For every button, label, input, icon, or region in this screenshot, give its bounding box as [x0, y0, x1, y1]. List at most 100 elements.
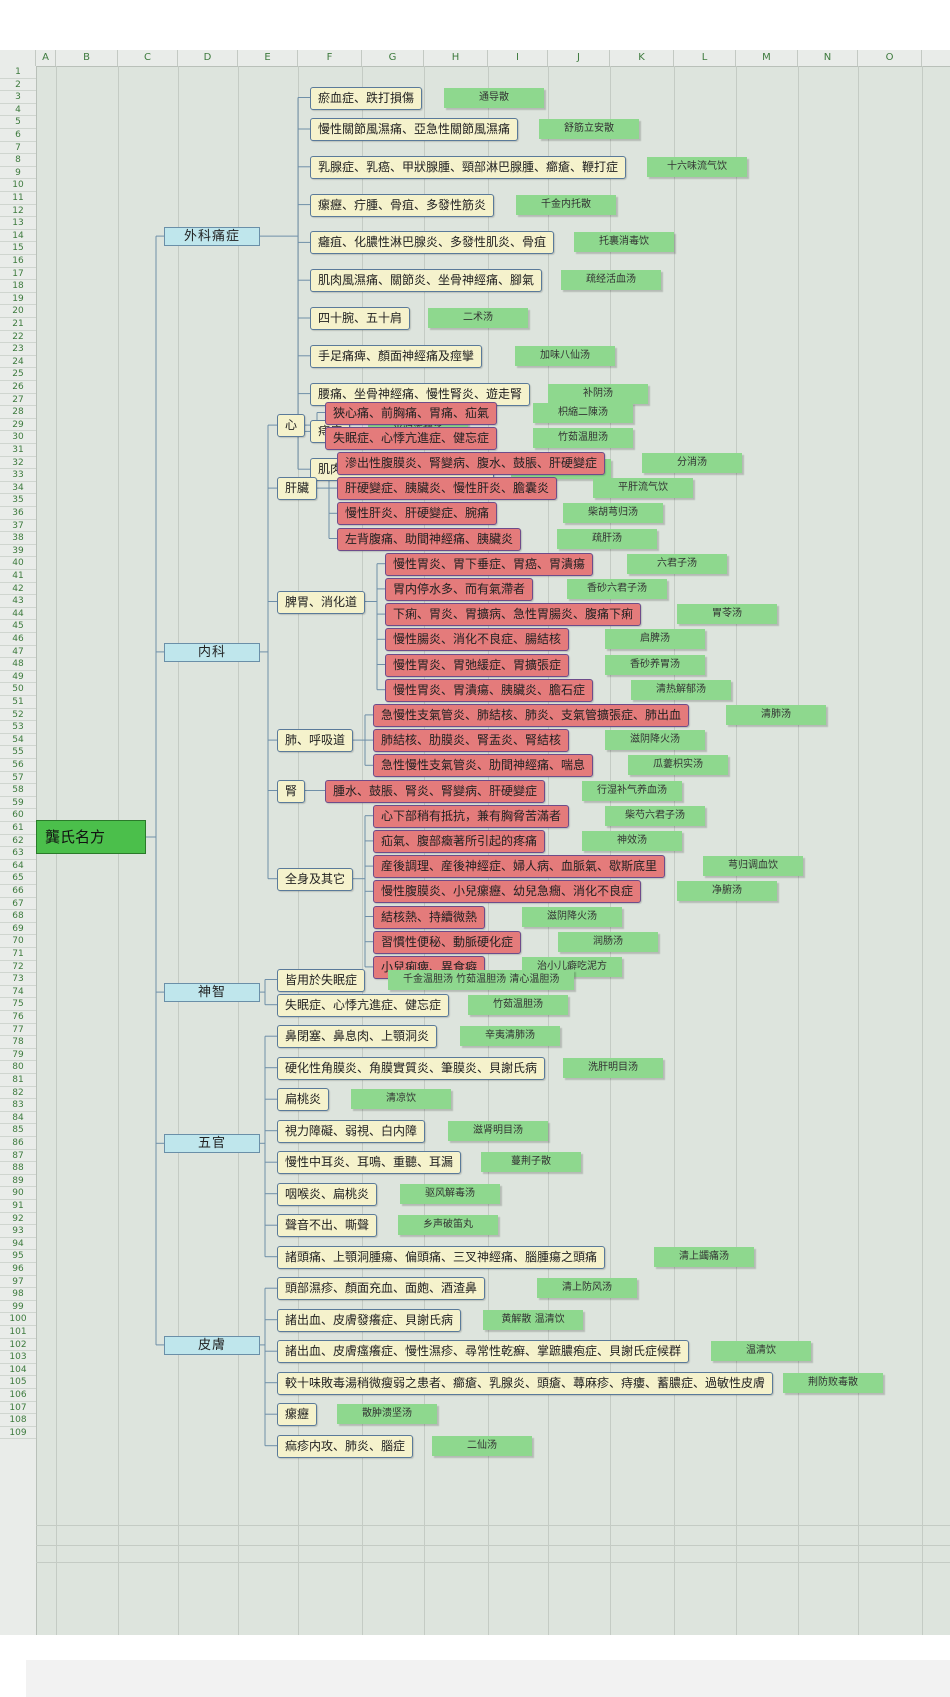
row-header[interactable]: 92 [0, 1213, 36, 1226]
row-header[interactable]: 55 [0, 746, 36, 759]
row-header[interactable]: 60 [0, 809, 36, 822]
row-header[interactable]: 99 [0, 1301, 36, 1314]
row-header[interactable]: 1 [0, 66, 36, 79]
row-header[interactable]: 78 [0, 1036, 36, 1049]
row-header[interactable]: 20 [0, 305, 36, 318]
column-header-K[interactable]: K [610, 50, 674, 66]
row-header[interactable]: 40 [0, 557, 36, 570]
row-header[interactable]: 80 [0, 1061, 36, 1074]
row-header[interactable]: 91 [0, 1200, 36, 1213]
row-header[interactable]: 65 [0, 872, 36, 885]
row-header[interactable]: 2 [0, 79, 36, 92]
row-header[interactable]: 64 [0, 860, 36, 873]
row-header[interactable]: 61 [0, 822, 36, 835]
column-header-N[interactable]: N [798, 50, 858, 66]
row-header[interactable]: 89 [0, 1175, 36, 1188]
row-header[interactable]: 9 [0, 167, 36, 180]
row-header[interactable]: 36 [0, 507, 36, 520]
row-header[interactable]: 100 [0, 1313, 36, 1326]
row-header[interactable]: 84 [0, 1112, 36, 1125]
row-header[interactable]: 10 [0, 179, 36, 192]
row-header[interactable]: 53 [0, 721, 36, 734]
row-header[interactable]: 107 [0, 1402, 36, 1415]
row-header[interactable]: 96 [0, 1263, 36, 1276]
row-header[interactable]: 27 [0, 394, 36, 407]
row-header[interactable]: 102 [0, 1339, 36, 1352]
row-header[interactable]: 44 [0, 608, 36, 621]
row-header[interactable]: 63 [0, 847, 36, 860]
row-header[interactable]: 73 [0, 973, 36, 986]
row-header[interactable]: 57 [0, 772, 36, 785]
row-header[interactable]: 98 [0, 1288, 36, 1301]
row-header[interactable]: 24 [0, 356, 36, 369]
row-header[interactable]: 33 [0, 469, 36, 482]
row-header[interactable]: 12 [0, 205, 36, 218]
column-header-A[interactable]: A [36, 50, 56, 66]
row-header[interactable]: 90 [0, 1187, 36, 1200]
row-header[interactable]: 31 [0, 444, 36, 457]
row-header[interactable]: 77 [0, 1024, 36, 1037]
row-header[interactable]: 3 [0, 91, 36, 104]
row-header[interactable]: 30 [0, 431, 36, 444]
row-header[interactable]: 19 [0, 293, 36, 306]
row-header[interactable]: 93 [0, 1225, 36, 1238]
row-header[interactable]: 94 [0, 1238, 36, 1251]
row-header[interactable]: 5 [0, 116, 36, 129]
row-header[interactable]: 13 [0, 217, 36, 230]
row-header[interactable]: 18 [0, 280, 36, 293]
row-header[interactable]: 97 [0, 1276, 36, 1289]
row-header[interactable]: 45 [0, 620, 36, 633]
column-header-L[interactable]: L [674, 50, 736, 66]
row-header[interactable]: 74 [0, 986, 36, 999]
row-header[interactable]: 35 [0, 494, 36, 507]
row-header[interactable]: 25 [0, 368, 36, 381]
row-header[interactable]: 87 [0, 1150, 36, 1163]
row-header[interactable]: 66 [0, 885, 36, 898]
row-header[interactable]: 108 [0, 1414, 36, 1427]
row-header[interactable]: 69 [0, 923, 36, 936]
row-header[interactable]: 95 [0, 1250, 36, 1263]
row-header[interactable]: 39 [0, 545, 36, 558]
row-header[interactable]: 76 [0, 1011, 36, 1024]
column-header-O[interactable]: O [858, 50, 922, 66]
row-header[interactable]: 16 [0, 255, 36, 268]
row-header[interactable]: 86 [0, 1137, 36, 1150]
column-header-I[interactable]: I [488, 50, 548, 66]
row-header[interactable]: 56 [0, 759, 36, 772]
column-header-G[interactable]: G [362, 50, 424, 66]
row-header[interactable]: 41 [0, 570, 36, 583]
column-header-B[interactable]: B [56, 50, 118, 66]
row-header[interactable]: 7 [0, 142, 36, 155]
row-header[interactable]: 14 [0, 230, 36, 243]
row-header[interactable]: 15 [0, 242, 36, 255]
row-header[interactable]: 82 [0, 1087, 36, 1100]
column-header-C[interactable]: C [118, 50, 178, 66]
row-header[interactable]: 21 [0, 318, 36, 331]
row-header[interactable]: 17 [0, 268, 36, 281]
row-header[interactable]: 101 [0, 1326, 36, 1339]
column-header-D[interactable]: D [178, 50, 238, 66]
row-header[interactable]: 106 [0, 1389, 36, 1402]
row-header[interactable]: 58 [0, 784, 36, 797]
row-header[interactable]: 52 [0, 709, 36, 722]
row-header[interactable]: 88 [0, 1162, 36, 1175]
column-header-E[interactable]: E [238, 50, 298, 66]
row-header[interactable]: 83 [0, 1099, 36, 1112]
select-all-corner[interactable] [0, 50, 36, 66]
row-header[interactable]: 26 [0, 381, 36, 394]
column-header-H[interactable]: H [424, 50, 488, 66]
row-header[interactable]: 6 [0, 129, 36, 142]
row-header[interactable]: 8 [0, 154, 36, 167]
row-header[interactable]: 48 [0, 658, 36, 671]
row-header[interactable]: 103 [0, 1351, 36, 1364]
row-header[interactable]: 109 [0, 1427, 36, 1440]
row-header[interactable]: 11 [0, 192, 36, 205]
row-header[interactable]: 50 [0, 683, 36, 696]
column-header-J[interactable]: J [548, 50, 610, 66]
row-header[interactable]: 51 [0, 696, 36, 709]
row-header[interactable]: 49 [0, 671, 36, 684]
row-header[interactable]: 4 [0, 104, 36, 117]
row-header[interactable]: 79 [0, 1049, 36, 1062]
row-header[interactable]: 62 [0, 835, 36, 848]
row-header[interactable]: 54 [0, 734, 36, 747]
